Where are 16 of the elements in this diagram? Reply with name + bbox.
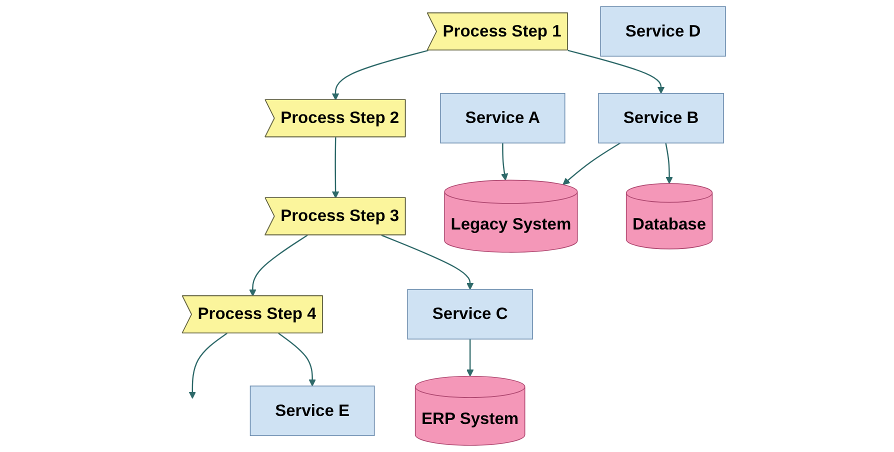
node-box: Service B xyxy=(598,93,724,144)
node-box: Service E xyxy=(250,386,376,436)
node-box: Service D xyxy=(600,6,726,57)
arrow xyxy=(332,137,340,198)
arrow xyxy=(249,234,308,296)
node-box: Service C xyxy=(408,289,534,340)
arrow xyxy=(332,50,429,100)
arrow xyxy=(501,143,509,181)
node-box: Service A xyxy=(440,93,566,144)
arrow xyxy=(568,50,666,94)
arrow xyxy=(189,332,228,399)
arrow xyxy=(666,142,674,184)
arrow xyxy=(563,142,622,185)
arrow xyxy=(278,332,316,386)
arrow xyxy=(466,339,474,377)
arrow xyxy=(382,234,474,290)
